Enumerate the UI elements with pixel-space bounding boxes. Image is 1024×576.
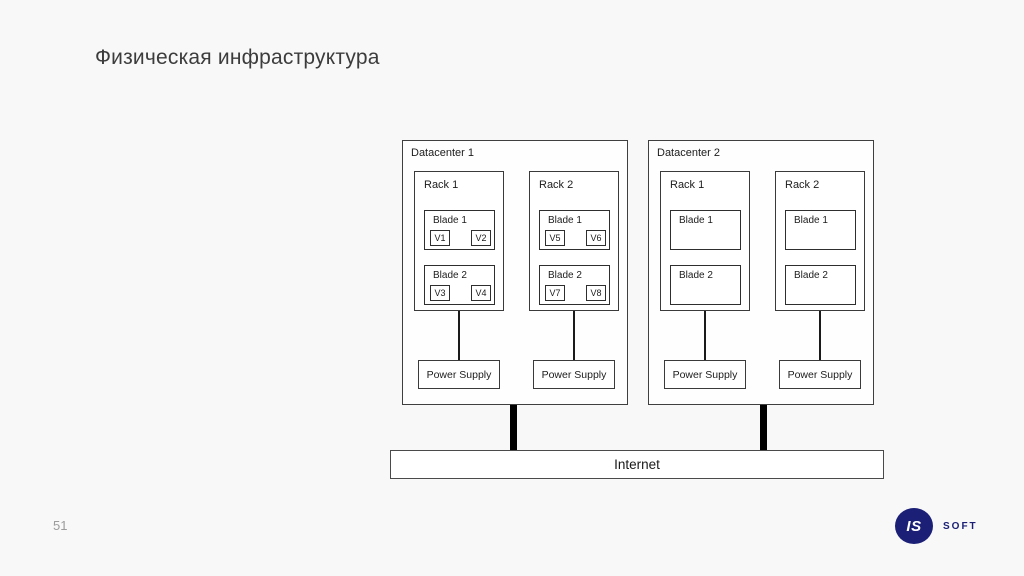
dc1-rack2-blade-2-box: Blade 2 V7 V8 bbox=[539, 265, 610, 305]
dc2-internet-connector-line bbox=[760, 405, 767, 451]
dc1-rack-1-box: Rack 1 Blade 1 V1 V2 Blade 2 V3 V4 bbox=[414, 171, 504, 311]
dc1-power-supply-1-box: Power Supply bbox=[418, 360, 500, 389]
vm-v2: V2 bbox=[471, 230, 491, 246]
blade-label: Blade 2 bbox=[679, 270, 713, 281]
internet-box: Internet bbox=[390, 450, 884, 479]
vm-v5: V5 bbox=[545, 230, 565, 246]
blade-label: Blade 2 bbox=[548, 270, 582, 281]
blade-label: Blade 2 bbox=[433, 270, 467, 281]
dc2-power-supply-2-box: Power Supply bbox=[779, 360, 861, 389]
dc2-power-supply-1-box: Power Supply bbox=[664, 360, 746, 389]
dc2-rack-2-box: Rack 2 Blade 1 Blade 2 bbox=[775, 171, 865, 311]
dc2-rack2-power-connector-line bbox=[819, 311, 821, 360]
datacenter-2-label: Datacenter 2 bbox=[657, 147, 720, 159]
vm-v8: V8 bbox=[586, 285, 606, 301]
dc2-rack-2-label: Rack 2 bbox=[785, 179, 820, 191]
dc2-rack2-blade-2-box: Blade 2 bbox=[785, 265, 856, 305]
blade-label: Blade 2 bbox=[794, 270, 828, 281]
dc2-rack-1-box: Rack 1 Blade 1 Blade 2 bbox=[660, 171, 750, 311]
blade-label: Blade 1 bbox=[433, 215, 467, 226]
dc1-power-supply-2-box: Power Supply bbox=[533, 360, 615, 389]
dc1-rack2-blade-1-box: Blade 1 V5 V6 bbox=[539, 210, 610, 250]
datacenter-1-label: Datacenter 1 bbox=[411, 147, 474, 159]
blade-label: Blade 1 bbox=[548, 215, 582, 226]
dc1-rack2-power-connector-line bbox=[573, 311, 575, 360]
vm-v6: V6 bbox=[586, 230, 606, 246]
vm-v7: V7 bbox=[545, 285, 565, 301]
dc2-rack2-blade-1-box: Blade 1 bbox=[785, 210, 856, 250]
dc1-rack1-blade-1-box: Blade 1 V1 V2 bbox=[424, 210, 495, 250]
dc1-rack-1-label: Rack 1 bbox=[424, 179, 459, 191]
datacenter-1-box: Datacenter 1 Rack 1 Blade 1 V1 V2 Blade … bbox=[402, 140, 628, 405]
datacenter-2-box: Datacenter 2 Rack 1 Blade 1 Blade 2 Rack… bbox=[648, 140, 874, 405]
vm-v1: V1 bbox=[430, 230, 450, 246]
dc1-rack-2-box: Rack 2 Blade 1 V5 V6 Blade 2 V7 V8 bbox=[529, 171, 619, 311]
dc2-rack1-blade-2-box: Blade 2 bbox=[670, 265, 741, 305]
dc1-rack1-blade-2-box: Blade 2 V3 V4 bbox=[424, 265, 495, 305]
page-title: Физическая инфраструктура bbox=[95, 46, 380, 69]
dc1-rack1-power-connector-line bbox=[458, 311, 460, 360]
blade-label: Blade 1 bbox=[794, 215, 828, 226]
dc1-internet-connector-line bbox=[510, 405, 517, 451]
dc2-rack1-blade-1-box: Blade 1 bbox=[670, 210, 741, 250]
dc1-rack-2-label: Rack 2 bbox=[539, 179, 574, 191]
vm-v3: V3 bbox=[430, 285, 450, 301]
page-number: 51 bbox=[53, 518, 68, 533]
issoft-logo-circle: IS bbox=[895, 508, 933, 544]
blade-label: Blade 1 bbox=[679, 215, 713, 226]
issoft-logo: IS SOFT bbox=[895, 508, 978, 544]
dc2-rack-1-label: Rack 1 bbox=[670, 179, 705, 191]
dc2-rack1-power-connector-line bbox=[704, 311, 706, 360]
vm-v4: V4 bbox=[471, 285, 491, 301]
issoft-logo-is-text: IS bbox=[906, 517, 922, 535]
issoft-logo-soft-text: SOFT bbox=[943, 520, 978, 532]
